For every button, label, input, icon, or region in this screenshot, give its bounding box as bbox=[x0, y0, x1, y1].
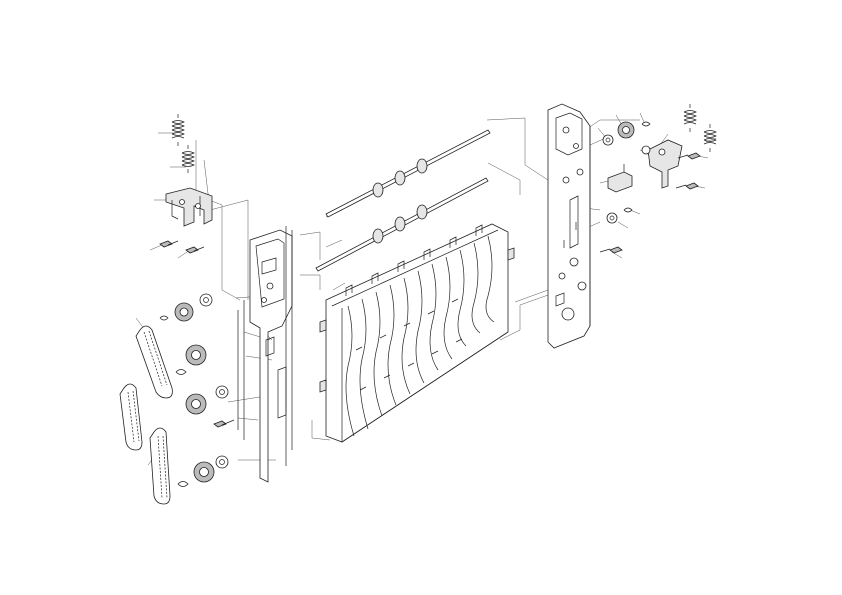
right-clip-upper bbox=[641, 121, 651, 127]
left-timing-belt-1 bbox=[135, 325, 173, 399]
left-spring-lower bbox=[181, 145, 195, 173]
right-screw-lower bbox=[599, 246, 623, 254]
right-spring-2 bbox=[703, 124, 717, 152]
paper-guide-assembly bbox=[319, 223, 515, 443]
left-timing-belt-3 bbox=[149, 427, 171, 505]
upper-roller-shaft bbox=[325, 129, 491, 218]
right-bushing-lower bbox=[606, 207, 633, 224]
right-bushing-upper bbox=[602, 134, 614, 146]
left-timing-belt-2 bbox=[119, 383, 143, 451]
right-screws bbox=[675, 152, 701, 190]
left-side-plate bbox=[237, 226, 293, 483]
left-gear-2 bbox=[175, 344, 207, 375]
left-gear-3 bbox=[185, 385, 235, 428]
right-small-bracket bbox=[607, 164, 633, 193]
left-gear-4 bbox=[177, 455, 229, 487]
lower-roller-shaft bbox=[315, 177, 489, 272]
right-spring-1 bbox=[683, 104, 697, 132]
left-screws-upper bbox=[159, 240, 205, 254]
left-spring-upper bbox=[171, 114, 185, 146]
left-bracket bbox=[165, 187, 213, 227]
left-gear-1 bbox=[159, 293, 213, 322]
right-gear-upper bbox=[617, 121, 635, 139]
right-side-plate bbox=[547, 103, 591, 349]
right-lever-bracket bbox=[641, 139, 683, 189]
